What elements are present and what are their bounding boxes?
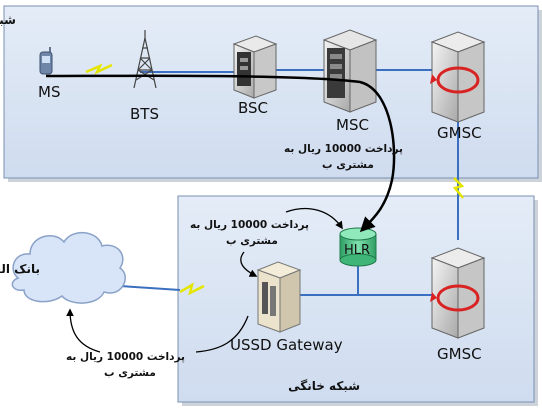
ussd-gateway-icon [256,261,302,333]
node-label-bts: BTS [130,105,159,123]
annotation-line: پرداخت 10000 ریال به [190,219,309,231]
flow-arrows-thin [66,207,343,353]
annotation-ussd-bank: پرداخت 10000 ریال به مشتری ب [66,351,185,379]
annotation-line: مشتری ب [104,367,156,379]
visited-network-title: شبکه بازدید شده [0,13,16,27]
node-label-ussd: USSD Gateway [230,336,343,354]
node-label-bsc: BSC [238,99,268,117]
flow-arrow-hlr-annotation [285,207,343,230]
gmsc-server-icon [430,247,486,339]
mobile-phone-icon [39,47,53,75]
hlr-database-icon [339,227,377,267]
bsc-server-icon [232,35,278,99]
bank-cloud-icon [11,232,126,304]
node-label-hlr: HLR [344,243,370,258]
node-label-gmsc-top: GMSC [437,124,482,142]
lightning-icon [179,282,205,296]
flow-arrow-ussd-annotation [195,315,249,353]
annotation-line: پرداخت 10000 ریال به [66,351,185,363]
bank-label: بانک الف [0,262,40,276]
flow-arrow-ms-to-hlr [45,74,396,233]
flow-arrow-to-ussd [240,251,258,277]
gmsc-server-icon [430,31,486,123]
lightning-icon [452,177,465,199]
annotation-line: پرداخت 10000 ریال به [284,143,403,155]
flow-arrow-to-bank [66,308,101,353]
lightning-icon [85,63,113,75]
flow-arrows [45,74,396,233]
annotation-line: مشتری ب [322,159,374,171]
link-bank-ussd [119,285,181,291]
home-network-title: شبکه خانگی [288,379,360,393]
node-label-gmsc-bottom: GMSC [437,345,482,363]
node-label-msc: MSC [336,116,369,134]
annotation-line: مشتری ب [226,235,278,247]
annotation-hlr-ussd: پرداخت 10000 ریال به مشتری ب [190,219,309,247]
node-label-ms: MS [38,83,60,101]
annotation-msc-hlr: پرداخت 10000 ریال به مشتری ب [284,143,403,171]
msc-server-icon [322,29,378,113]
